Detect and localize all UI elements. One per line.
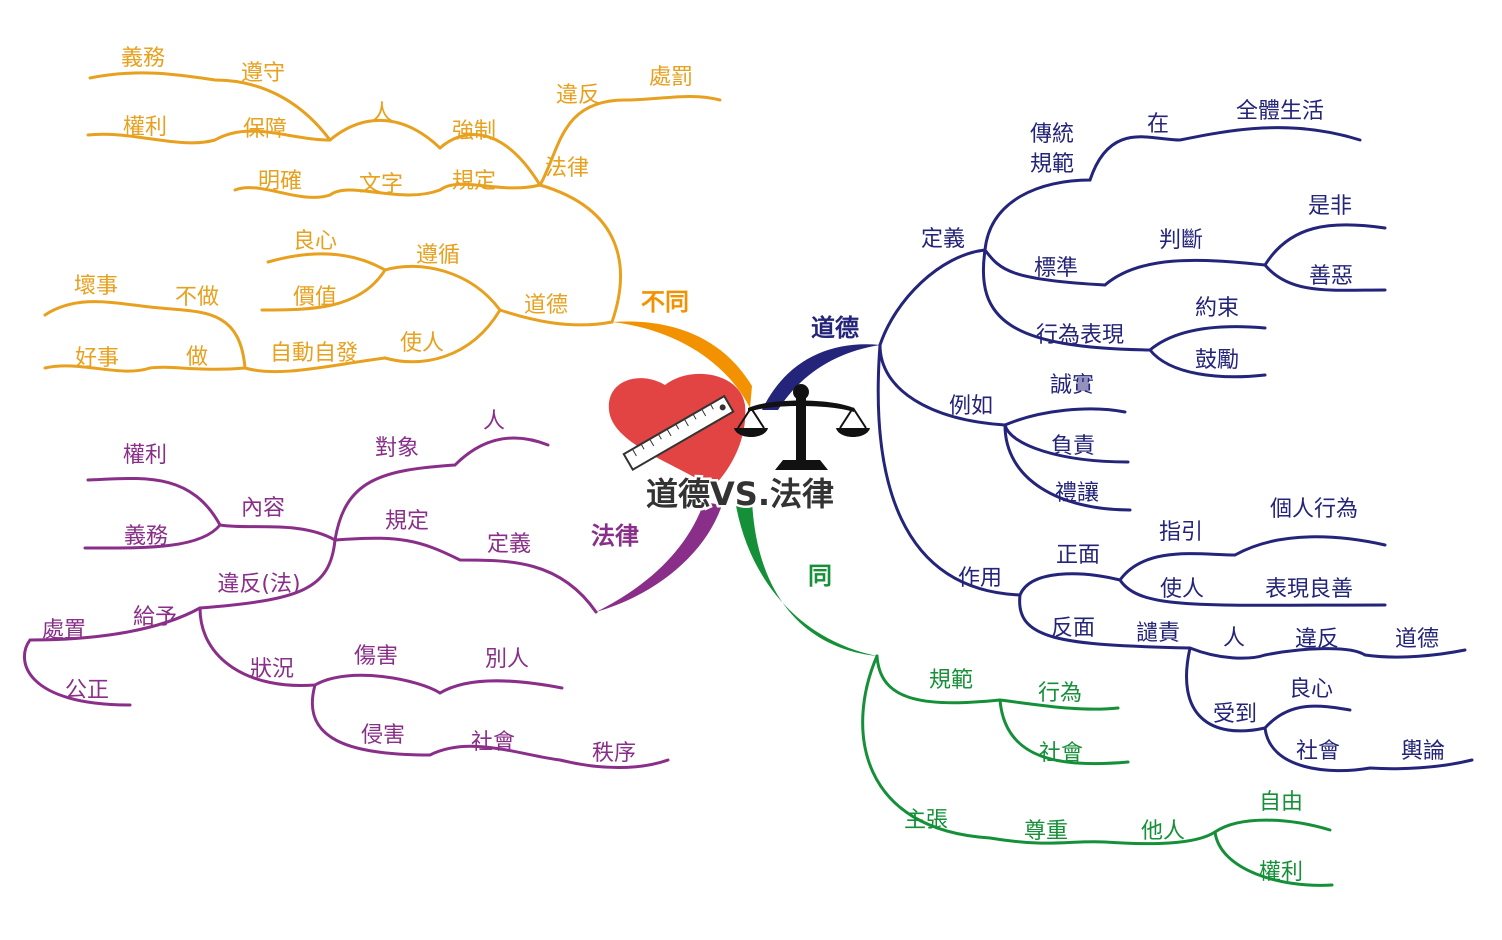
- node-opinion: 輿論: [1401, 739, 1445, 764]
- node-give: 給予: [133, 605, 177, 630]
- node-freedom: 自由: [1259, 790, 1303, 815]
- node-text: 文字: [359, 172, 403, 197]
- node-society-2: 社會: [1296, 739, 1340, 764]
- node-condemn: 譴責: [1136, 621, 1180, 646]
- node-honest: 誠實: [1050, 373, 1094, 398]
- node-definition: 定義: [921, 227, 965, 252]
- node-judge: 判斷: [1159, 228, 1203, 253]
- node-target-person: 人: [483, 409, 505, 434]
- main-branch-different: [612, 321, 752, 408]
- node-positive: 正面: [1056, 543, 1100, 568]
- node-responsible: 負責: [1051, 434, 1095, 459]
- node-content: 內容: [241, 496, 285, 521]
- node-same-society: 社會: [1039, 741, 1083, 766]
- node-conscience: 良心: [293, 229, 337, 254]
- node-encourage: 鼓勵: [1195, 348, 1239, 373]
- node-advocate: 主張: [904, 808, 948, 833]
- node-effect: 作用: [958, 566, 1002, 591]
- node-good-evil: 善惡: [1309, 264, 1353, 289]
- node-value: 價值: [293, 285, 337, 310]
- center-title: 道德VS.法律: [646, 475, 834, 513]
- main-branch-same: [735, 500, 877, 656]
- node-in: 在: [1147, 112, 1169, 137]
- node-personal: 個人行為: [1270, 497, 1358, 522]
- node-good-deed: 表現良善: [1265, 577, 1353, 602]
- different-branch: [43, 71, 722, 374]
- node-same-norm: 規範: [929, 668, 973, 693]
- node-self: 自動自發: [270, 341, 358, 366]
- node-bad: 壞事: [74, 274, 118, 299]
- node-restrain: 約束: [1195, 296, 1239, 321]
- label-different: 不同: [641, 288, 689, 316]
- node-violate-law: 違反(法): [217, 572, 300, 597]
- node-standard: 標準: [1034, 256, 1078, 281]
- node-right-wrong: 是非: [1308, 194, 1352, 219]
- node-morality-label: 道德: [524, 293, 568, 318]
- ruler-icon: [622, 394, 735, 472]
- node-obey: 遵守: [241, 61, 285, 86]
- node-person: 人: [371, 101, 393, 126]
- node-others: 別人: [485, 647, 529, 672]
- node-receive: 受到: [1213, 702, 1257, 727]
- node-example: 例如: [949, 394, 993, 419]
- node-tradition: 傳統: [1030, 122, 1074, 147]
- balance-scale-icon: [734, 384, 870, 470]
- node-violate-moral: 違反: [1295, 627, 1339, 652]
- node-same-behavior: 行為: [1038, 681, 1082, 706]
- node-moral: 道德: [1395, 627, 1439, 652]
- node-rule: 規定: [452, 169, 496, 194]
- node-infringe: 侵害: [361, 723, 405, 748]
- node-negative: 反面: [1051, 616, 1095, 641]
- node-courtesy: 禮讓: [1055, 481, 1099, 506]
- node-punish: 處罰: [649, 65, 693, 90]
- node-fair: 公正: [65, 678, 109, 703]
- node-law-right: 權利: [123, 443, 167, 468]
- node-not-do: 不做: [175, 285, 219, 310]
- node-follow: 遵循: [416, 243, 460, 268]
- same-branch: [861, 654, 1334, 887]
- node-good: 好事: [75, 346, 119, 371]
- node-duty: 義務: [121, 46, 165, 71]
- node-norm: 規範: [1030, 152, 1074, 177]
- node-protect: 保障: [243, 117, 287, 142]
- node-law-rule: 規定: [385, 509, 429, 534]
- main-branch-law: [596, 502, 722, 612]
- node-whole-life: 全體生活: [1236, 99, 1324, 124]
- node-law-duty: 義務: [124, 524, 168, 549]
- node-respect: 尊重: [1024, 819, 1068, 844]
- node-right: 權利: [123, 115, 167, 140]
- node-law-definition: 定義: [487, 532, 531, 557]
- node-make: 使人: [400, 331, 444, 356]
- node-clear: 明確: [258, 169, 302, 194]
- node-do: 做: [186, 345, 208, 370]
- main-branch-morality: [762, 344, 880, 410]
- label-law: 法律: [591, 522, 639, 550]
- node-law-label: 法律: [545, 156, 589, 181]
- label-morality: 道德: [811, 314, 859, 342]
- node-violate: 違反: [556, 83, 600, 108]
- node-dispose: 處置: [42, 618, 86, 643]
- node-harm: 傷害: [354, 644, 398, 669]
- node-same-right: 權利: [1259, 860, 1303, 885]
- node-enforce: 強制: [452, 119, 496, 144]
- node-condemn-person: 人: [1223, 626, 1245, 651]
- node-situation: 狀況: [250, 657, 294, 682]
- morality-branch: [876, 126, 1474, 773]
- node-target: 對象: [375, 436, 419, 461]
- label-same: 同: [808, 562, 832, 590]
- node-behavior: 行為表現: [1036, 323, 1124, 348]
- node-guide: 指引: [1159, 520, 1203, 545]
- node-make-good: 使人: [1160, 577, 1204, 602]
- law-branch: [22, 436, 670, 769]
- node-order: 秩序: [592, 741, 636, 766]
- node-law-society: 社會: [471, 730, 515, 755]
- node-same-others: 他人: [1141, 819, 1185, 844]
- node-conscience-2: 良心: [1289, 677, 1333, 702]
